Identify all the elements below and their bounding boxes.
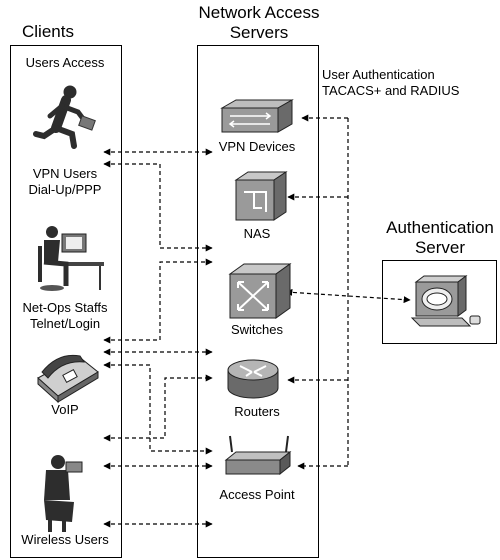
operator-desk-icon (38, 226, 104, 291)
voip-backhaul-link (103, 374, 213, 442)
runner-icon (33, 85, 96, 149)
access-point-label: Access Point (219, 487, 295, 502)
clients-header: Clients (22, 22, 74, 41)
netops-label-line1: Net-Ops Staffs (22, 300, 108, 315)
routers-label: Routers (234, 404, 280, 419)
auth-server-icon (410, 275, 481, 327)
vpn-users-label-line1: VPN Users (32, 166, 98, 181)
wireless-user-icon (44, 455, 83, 532)
nas-label: NAS (243, 226, 271, 241)
nas-header-line1: Network Access (198, 3, 320, 22)
netops-to-switches-link (103, 258, 213, 344)
auth-note-line2: TACACS+ and RADIUS (322, 83, 460, 98)
router-icon (227, 359, 279, 399)
voip-to-access-point-link (103, 361, 213, 455)
wireless-users-label: Wireless Users (21, 532, 109, 547)
vpn-users-to-switches-link (103, 160, 213, 252)
netops-label-line2: Telnet/Login (29, 316, 101, 331)
access-point-icon (224, 435, 292, 476)
nas-header-line2: Servers (229, 23, 289, 42)
vpn-devices-label: VPN Devices (218, 139, 296, 154)
clients-box-title: Users Access (25, 55, 105, 70)
ip-phone-icon (37, 354, 99, 404)
voip-label: VoIP (51, 402, 79, 417)
client-connections (103, 148, 213, 528)
vpn-device-icon (220, 99, 294, 133)
switch-icon (228, 263, 292, 319)
auth-connections (285, 114, 411, 470)
auth-header-line1: Authentication (386, 218, 494, 237)
auth-header-line2: Server (414, 238, 466, 257)
nas-icon (234, 171, 288, 221)
switches-label: Switches (230, 322, 284, 337)
auth-note-line1: User Authentication (322, 67, 435, 82)
vpn-users-label-line2: Dial-Up/PPP (28, 182, 102, 197)
